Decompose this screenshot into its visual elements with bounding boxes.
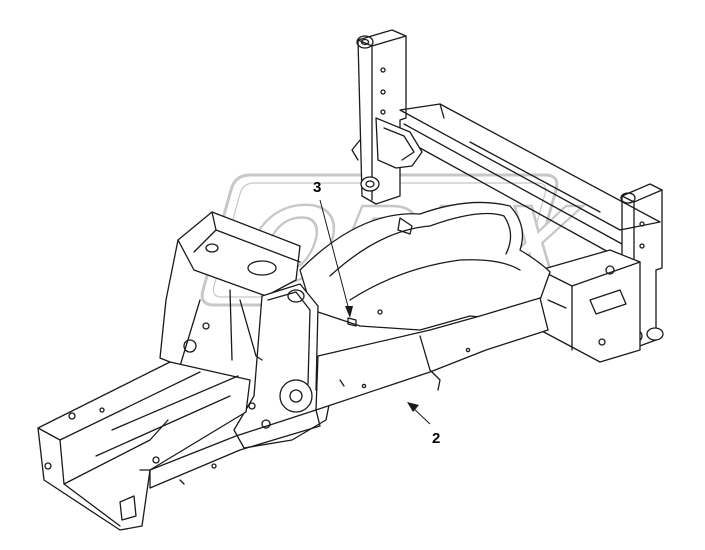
front-tower	[159, 211, 301, 367]
side-beam	[315, 297, 549, 411]
callout-3-label: 3	[313, 179, 321, 196]
rear-crossmember	[539, 249, 641, 363]
callout-3: 3	[313, 179, 353, 318]
callout-3-leader	[319, 199, 351, 315]
callout-2-arrowhead	[407, 402, 419, 412]
front-boom	[233, 283, 331, 449]
callout-3-arrowhead	[345, 306, 353, 318]
center-frame	[299, 201, 551, 331]
lower-chassis	[37, 361, 251, 531]
callout-2-label: 2	[432, 430, 440, 447]
callout-2: 2	[407, 402, 440, 447]
lower-crossbeam	[149, 409, 321, 489]
loader-frame-lineart	[37, 29, 664, 531]
left-mast	[351, 29, 423, 205]
upper-rear-rail	[399, 103, 661, 255]
